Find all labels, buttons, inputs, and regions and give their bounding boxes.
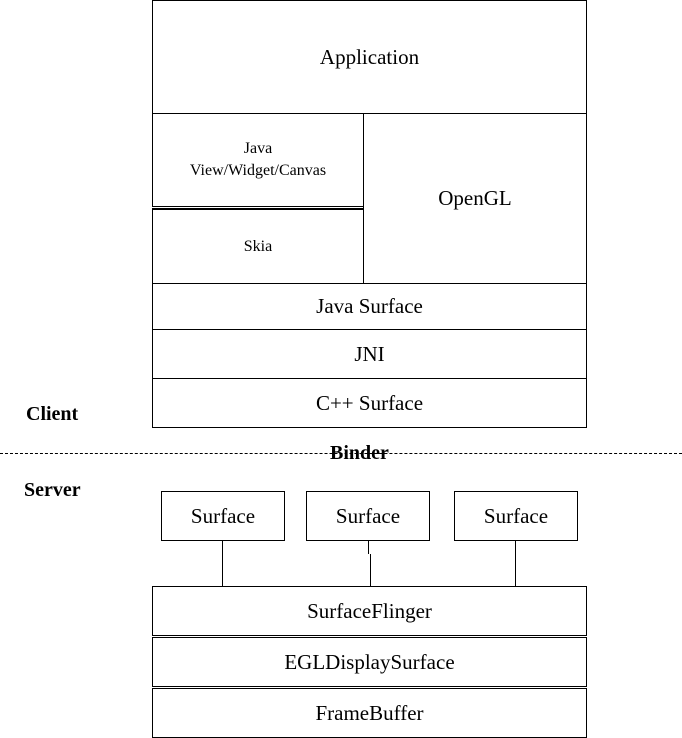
application-label: Application — [319, 44, 420, 69]
framebuffer-label: FrameBuffer — [315, 700, 424, 725]
server-label: Server — [24, 479, 81, 501]
egl-display-surface-label: EGLDisplaySurface — [284, 649, 455, 674]
cpp-surface-label: C++ Surface — [315, 390, 424, 415]
skia-box: Skia — [152, 209, 364, 284]
surface-label-3: Surface — [483, 503, 549, 528]
surface-2-connector-lower — [370, 554, 371, 587]
java-skia-double-line — [152, 208, 364, 209]
opengl-label: OpenGL — [438, 186, 512, 210]
cpp-surface-box: C++ Surface — [152, 378, 587, 428]
view-widget-canvas-label: View/Widget/Canvas — [189, 162, 327, 179]
surface-1-connector — [222, 540, 223, 587]
opengl-box: OpenGL — [363, 113, 587, 284]
java-surface-label: Java Surface — [316, 294, 423, 318]
egl-display-surface-box: EGLDisplaySurface — [152, 637, 587, 687]
framebuffer-box: FrameBuffer — [152, 688, 587, 738]
java-surface-box: Java Surface — [152, 283, 587, 330]
surface-box-2: Surface — [306, 491, 430, 541]
jni-label: JNI — [354, 341, 385, 366]
surface-3-connector — [515, 540, 516, 587]
surface-2-connector-upper — [368, 540, 369, 554]
java-view-widget-canvas-box: Java View/Widget/Canvas — [152, 113, 364, 207]
jni-box: JNI — [152, 329, 587, 379]
surface-label-2: Surface — [335, 503, 401, 528]
surfaceflinger-label: SurfaceFlinger — [307, 598, 432, 623]
surfaceflinger-box: SurfaceFlinger — [152, 586, 587, 636]
surface-box-1: Surface — [161, 491, 285, 541]
binder-label: Binder — [330, 442, 389, 464]
client-label: Client — [26, 403, 79, 425]
skia-label: Skia — [243, 237, 273, 255]
application-box: Application — [152, 0, 587, 114]
surface-label-1: Surface — [190, 503, 256, 528]
java-label: Java — [243, 140, 273, 157]
binder-divider — [0, 453, 682, 454]
surface-box-3: Surface — [454, 491, 578, 541]
